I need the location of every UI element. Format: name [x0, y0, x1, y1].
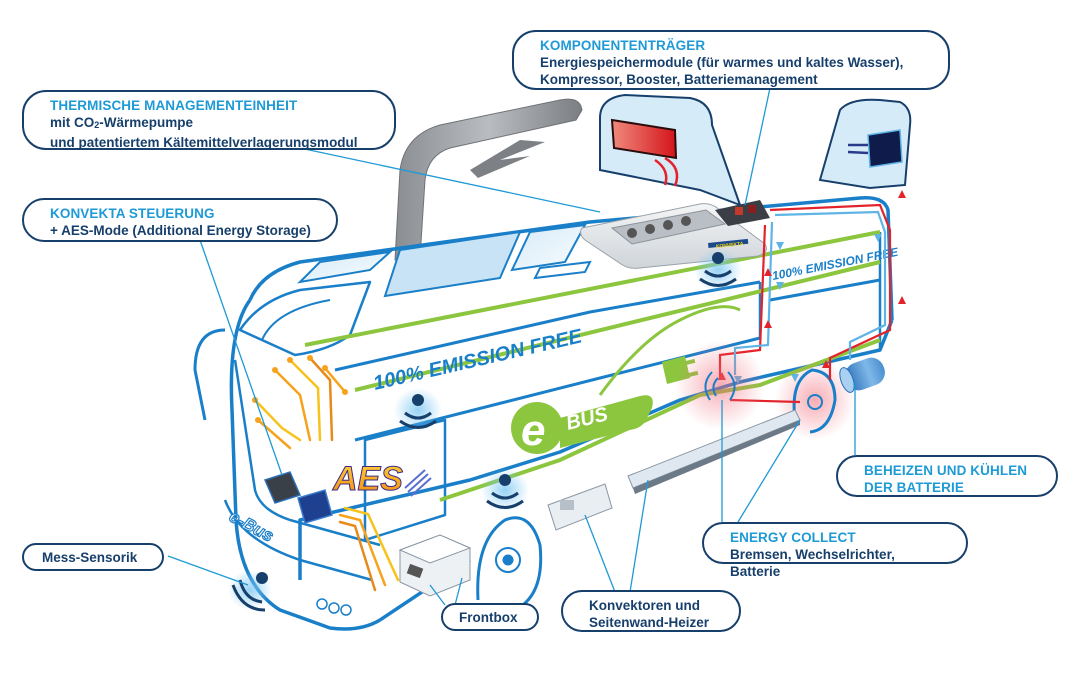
- callout-energy-collect: ENERGY COLLECT Bremsen, Wechselrichter, …: [702, 522, 968, 579]
- konvekta-brand-label: KONVEKTA: [716, 241, 745, 250]
- sensor-door: [481, 468, 529, 512]
- energy-collect-brake: [675, 340, 765, 430]
- ebus-logo-e: e: [521, 406, 545, 455]
- callout-mess-sensorik: Mess-Sensorik: [22, 543, 164, 571]
- callout-konvekta-steuerung: KONVEKTA STEUERUNG + AES-Mode (Additiona…: [22, 198, 338, 242]
- aes-logo: AES: [332, 460, 403, 498]
- pantograph: [394, 98, 583, 261]
- callout-heading: KONVEKTA STEUERUNG: [50, 206, 215, 221]
- callout-heading: BEHEIZEN UND KÜHLEN: [864, 463, 1028, 478]
- callout-thermische-managementeinheit: THERMISCHE MANAGEMENTEINHEIT mit CO2-Wär…: [22, 90, 396, 150]
- convector: [547, 483, 613, 531]
- callout-batterie: BEHEIZEN UND KÜHLEN DER BATTERIE: [836, 455, 1058, 497]
- callout-konvektoren: Konvektoren und Seitenwand-Heizer: [561, 590, 741, 632]
- callout-frontbox: Frontbox: [441, 603, 539, 631]
- sensor-front-left: [228, 570, 272, 612]
- co2-prefix: mit CO: [50, 115, 95, 130]
- frontbox-unit: [398, 534, 472, 597]
- roof-hatches: [297, 223, 592, 298]
- emission-free-side-label: 100% EMISSION FREE: [371, 325, 585, 395]
- callout-heading: THERMISCHE MANAGEMENTEINHEIT: [50, 98, 298, 113]
- callout-text: Kompressor, Booster, Batteriemanagement: [540, 72, 818, 87]
- co2-subscript: 2: [94, 120, 100, 130]
- callout-heading: KOMPONENTENTRÄGER: [540, 38, 706, 53]
- energy-storage-module-zoom: [599, 93, 742, 207]
- aes-controller: AES: [252, 355, 432, 592]
- callout-text: Konvektoren und: [589, 598, 701, 613]
- thermal-management-unit: KONVEKTA: [580, 200, 770, 269]
- leader-lines: [167, 87, 856, 606]
- ebus-front-label: e-Bus: [226, 507, 277, 546]
- sensor-roof: [694, 248, 742, 292]
- co2-suffix: -Wärmepumpe: [99, 115, 194, 130]
- callout-text: mit CO2-Wärmepumpe: [50, 114, 376, 134]
- callout-text: + AES-Mode (Additional Energy Storage): [50, 223, 311, 238]
- callout-text: und patentiertem Kältemittelverlagerungs…: [50, 135, 358, 150]
- callout-text: Frontbox: [459, 610, 518, 625]
- battery-cylinder: [839, 357, 885, 393]
- callout-text: Bremsen, Wechselrichter, Batterie: [730, 547, 895, 579]
- front-wheel: [476, 516, 543, 612]
- headlights: [316, 598, 352, 616]
- compressor-zoom: [818, 98, 912, 190]
- callout-komponententraeger: KOMPONENTENTRÄGER Energiespeichermodule …: [512, 30, 950, 90]
- callout-text: Energiespeichermodule (für warmes und ka…: [540, 55, 904, 70]
- sensor-cabin-front: [394, 388, 442, 432]
- callout-text: Mess-Sensorik: [42, 550, 138, 565]
- callout-heading: ENERGY COLLECT: [730, 530, 856, 545]
- callout-text: Seitenwand-Heizer: [589, 615, 710, 630]
- callout-heading: DER BATTERIE: [864, 480, 964, 495]
